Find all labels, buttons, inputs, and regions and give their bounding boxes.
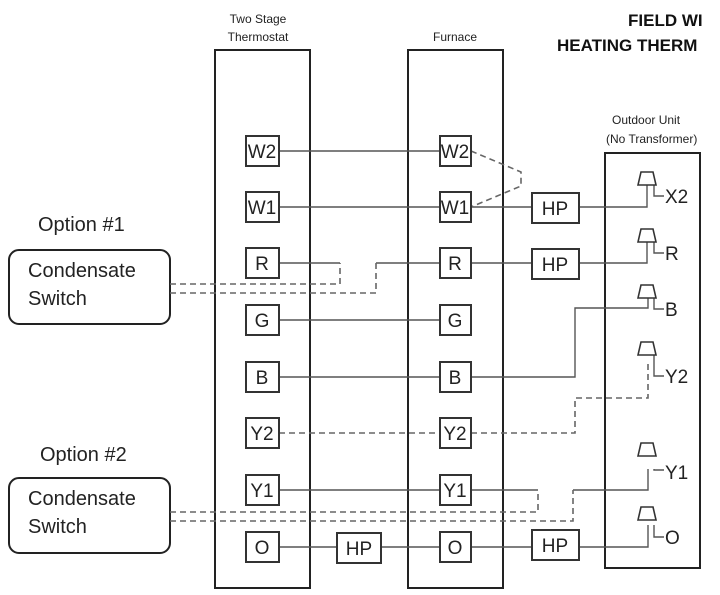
furnace-terminals: W2 W1 R G B Y2 Y1 O	[439, 135, 472, 563]
furnace-terminal-w1-box	[439, 191, 472, 223]
thermostat-terminal-y2: Y2	[250, 424, 273, 445]
furnace-terminal-y2: Y2	[443, 424, 466, 445]
wire-y2-outdoor-dash	[471, 360, 649, 434]
hp-box-w1	[531, 192, 580, 224]
hp-label-r: HP	[542, 255, 568, 276]
option2-dash-lower	[170, 490, 574, 522]
terminal-o-icon	[636, 506, 658, 521]
option1-dash-lower	[170, 263, 377, 294]
thermostat-terminal-o: O	[255, 538, 270, 559]
outdoor-terminal-o: O	[665, 528, 680, 549]
furnace-terminal-r: R	[448, 254, 462, 275]
terminal-b-icon	[636, 284, 658, 299]
outdoor-terminal-b: B	[665, 300, 678, 321]
condensate-switch-1	[8, 249, 171, 325]
lead-b	[653, 298, 664, 310]
furnace-label: Furnace	[433, 30, 477, 44]
option-1-label: Option #1	[38, 214, 125, 236]
condensate-switch-1-line2: Switch	[28, 288, 87, 310]
thermostat-terminals: W2 W1 R G B Y2 Y1 O	[245, 135, 280, 563]
furnace-terminal-y1: Y1	[443, 481, 466, 502]
thermostat-terminal-b-box	[245, 361, 280, 393]
thermostat-terminal-y2-box	[245, 417, 280, 449]
wire-hp-x2	[579, 185, 648, 208]
hp-label-o-right: HP	[542, 536, 568, 557]
thermostat-label-1: Two Stage	[230, 12, 287, 26]
outdoor-terminal-r: R	[665, 244, 679, 265]
thermostat-label-2: Thermostat	[228, 30, 289, 44]
lead-y2	[653, 355, 664, 377]
thermostat-terminal-o-box	[245, 531, 280, 563]
hp-box-o-left	[336, 532, 382, 564]
thermostat-terminal-w1-box	[245, 191, 280, 223]
furnace-terminal-w1: W1	[441, 198, 470, 219]
condensate-switch-2	[8, 477, 171, 554]
condensate-switch-2-line1: Condensate	[28, 488, 136, 510]
thermostat-panel	[214, 49, 311, 589]
hp-box-r	[531, 248, 580, 280]
wire-hp-r	[579, 242, 648, 264]
thermostat-terminal-y1: Y1	[250, 481, 273, 502]
thermostat-terminal-b: B	[256, 368, 269, 389]
condensate-switch-2-line2: Switch	[28, 516, 87, 538]
hp-label-o-left: HP	[346, 539, 372, 560]
thermostat-terminal-r: R	[255, 254, 269, 275]
furnace-terminal-b: B	[449, 368, 462, 389]
title-line-1: FIELD WI	[628, 11, 703, 30]
option-2-label: Option #2	[40, 444, 127, 466]
outdoor-unit-label-1: Outdoor Unit	[612, 113, 681, 127]
terminal-y2-icon	[636, 341, 658, 356]
furnace-terminal-w2-box	[439, 135, 472, 167]
furnace-terminal-o: O	[448, 538, 463, 559]
wires	[279, 150, 664, 548]
condensate-switch-1-line1: Condensate	[28, 260, 136, 282]
option1-dash-upper	[170, 263, 341, 285]
lead-x2	[653, 185, 664, 197]
outdoor-terminal-symbols	[636, 171, 658, 521]
furnace-terminal-r-box	[439, 247, 472, 279]
outdoor-unit-panel	[604, 152, 701, 569]
thermostat-terminal-y1-box	[245, 474, 280, 506]
outdoor-terminal-x2: X2	[665, 187, 688, 208]
thermostat-terminal-w2-box	[245, 135, 280, 167]
furnace-terminal-w2: W2	[441, 142, 470, 163]
furnace-terminal-o-box	[439, 531, 472, 563]
furnace-terminal-g: G	[448, 311, 463, 332]
lead-o	[653, 525, 664, 538]
terminal-x2-icon	[636, 171, 658, 186]
jumper-w2-w1	[470, 150, 522, 208]
furnace-panel	[407, 49, 504, 589]
lead-r	[653, 242, 664, 254]
furnace-terminal-y2-box	[439, 417, 472, 449]
outdoor-terminal-y2: Y2	[665, 367, 688, 388]
wire-y1-outdoor	[573, 469, 649, 491]
wire-hp-o	[579, 525, 649, 548]
thermostat-terminal-w2: W2	[248, 142, 277, 163]
hp-box-o-right	[531, 529, 580, 561]
furnace-terminal-y1-box	[439, 474, 472, 506]
dashed-wires	[170, 150, 649, 522]
terminal-y1-icon	[636, 442, 658, 457]
lead-y1	[653, 469, 664, 471]
title-line-2: HEATING THERM	[557, 36, 697, 55]
outdoor-terminal-y1: Y1	[665, 463, 688, 484]
thermostat-terminal-r-box	[245, 247, 280, 279]
furnace-terminal-g-box	[439, 304, 472, 336]
outdoor-unit-label-2: (No Transformer)	[606, 132, 697, 146]
thermostat-terminal-g: G	[255, 311, 270, 332]
hp-label-w1: HP	[542, 199, 568, 220]
thermostat-terminal-w1: W1	[248, 198, 277, 219]
furnace-terminal-b-box	[439, 361, 472, 393]
wire-b-outdoor	[471, 298, 649, 378]
option2-dash-upper	[170, 490, 539, 513]
thermostat-terminal-g-box	[245, 304, 280, 336]
terminal-r-icon	[636, 228, 658, 243]
